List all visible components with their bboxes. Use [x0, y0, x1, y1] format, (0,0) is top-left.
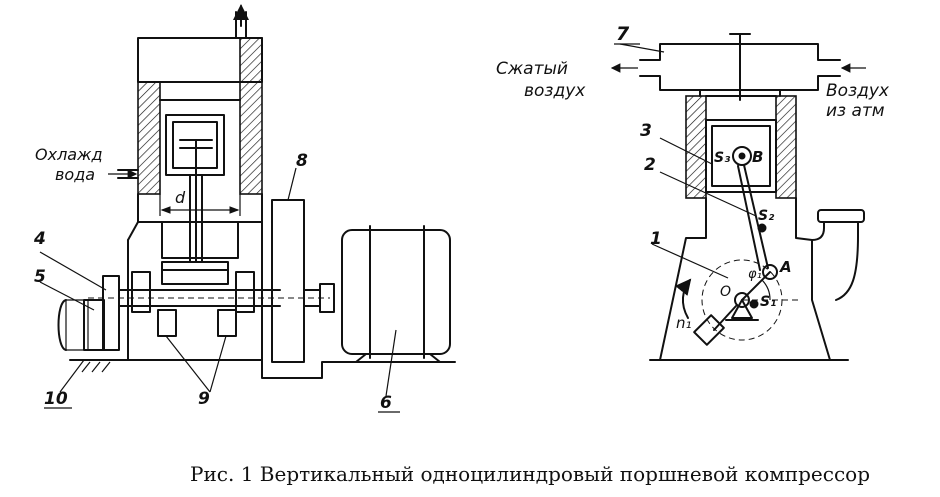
callout-6: 6 — [380, 393, 392, 413]
right-piston — [705, 119, 777, 193]
right-jacket-left — [685, 95, 707, 199]
point-s1-label: S₁ — [760, 294, 776, 310]
callout-8: 8 — [296, 151, 308, 171]
water-jacket-right — [239, 37, 263, 195]
cooling-water-label-line1: Охлажд — [35, 145, 103, 164]
right-kinematic-view: Сжатый воздух Воздух из атм — [496, 23, 890, 361]
point-b-label: B — [752, 148, 763, 166]
callout-3: 3 — [640, 121, 652, 141]
angle-phi1-label: φ₁ — [748, 267, 762, 282]
right-jacket-right — [775, 95, 797, 199]
coupling — [319, 283, 335, 313]
point-o-label: O — [720, 284, 731, 300]
flywheel — [271, 199, 305, 363]
compressed-air-label-line1: Сжатый — [496, 59, 568, 79]
air-from-atm-label-line1: Воздух — [826, 81, 890, 101]
electric-motor — [341, 225, 451, 363]
crankcase — [88, 193, 330, 361]
water-jacket-left — [137, 81, 161, 195]
point-s2-label: S₂ — [758, 208, 775, 224]
callout-4: 4 — [33, 229, 46, 249]
piston — [165, 114, 225, 263]
compressed-air-label-line2: воздух — [524, 81, 586, 101]
foundation — [69, 359, 456, 379]
air-from-atm-label-line2: из атм — [826, 101, 885, 121]
valve-head — [610, 33, 866, 101]
callout-2: 2 — [644, 155, 656, 175]
point-a-label: A — [779, 258, 792, 276]
crank — [675, 264, 800, 346]
callout-5: 5 — [34, 267, 46, 287]
rotation-n1-label: n₁ — [676, 314, 692, 332]
callout-1: 1 — [650, 229, 662, 249]
connecting-rod — [737, 164, 769, 271]
callout-10: 10 — [44, 389, 68, 409]
pump-pulley — [57, 275, 120, 351]
left-compressor-view: Охлажд вода d — [33, 4, 456, 413]
callout-7: 7 — [616, 23, 630, 45]
bore-d-label: d — [175, 188, 186, 207]
callout-9: 9 — [198, 389, 210, 409]
cooling-water-label-line2: вода — [55, 165, 95, 184]
figure-caption: Рис. 1 Вертикальный одноцилиндровый порш… — [190, 462, 871, 486]
cooling-water-inlet — [108, 169, 139, 179]
right-crankcase — [649, 197, 865, 361]
point-s3-label: S₃ — [714, 150, 730, 166]
discharge-pipe — [233, 4, 249, 39]
bore-dimension — [159, 194, 241, 216]
